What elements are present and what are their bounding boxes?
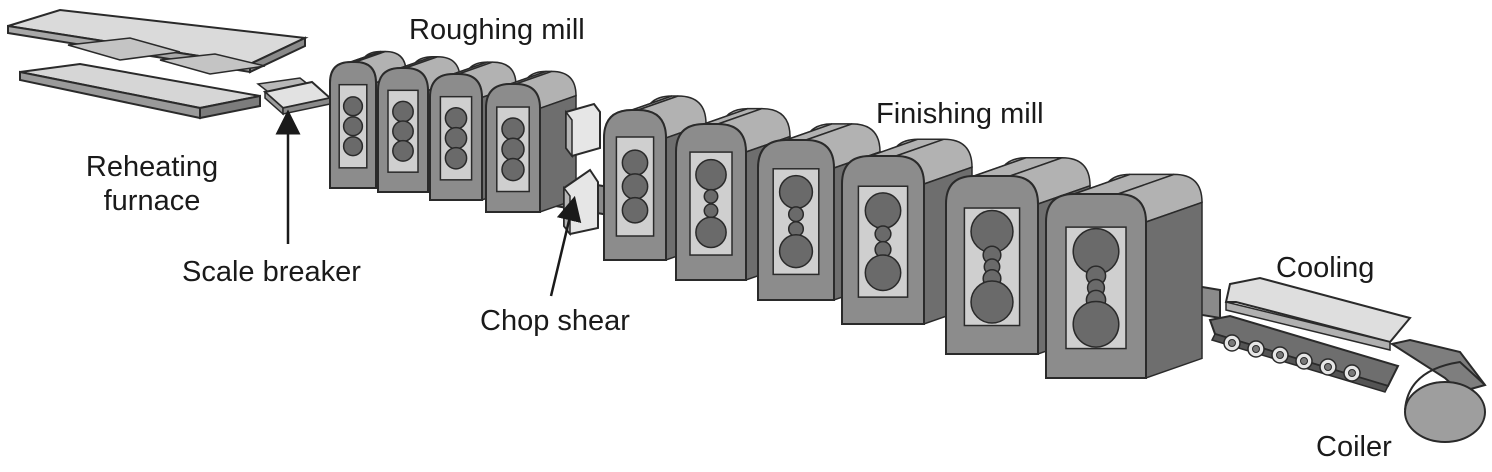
reheating-furnace-label-line2: furnace (103, 185, 201, 217)
cooling-roll (1295, 352, 1313, 370)
coiler-label: Coiler (1316, 431, 1392, 463)
cooling-roll (1343, 364, 1361, 382)
finishing-mill-label: Finishing mill (876, 98, 1044, 130)
cooling-roll (1223, 334, 1241, 352)
reheating-furnace-label-line1: Reheating (85, 151, 219, 183)
reheating-furnace-label: Reheating furnace (64, 150, 240, 218)
coiler-shape (1389, 338, 1487, 443)
cooling-roll (1271, 346, 1289, 364)
mill-stand-10 (1045, 173, 1203, 380)
roughing-mill-label: Roughing mill (409, 14, 585, 46)
scale-breaker-label: Scale breaker (182, 256, 361, 288)
mill-stand-7 (757, 123, 881, 302)
chop-shear-arrow (549, 195, 582, 297)
mill-stand-4 (485, 70, 577, 214)
cooling-roll (1247, 340, 1265, 358)
cooling-roll (1319, 358, 1337, 376)
mill-stands (329, 50, 1203, 380)
cooling-section-shape (1208, 276, 1412, 393)
chop-shear-label: Chop shear (480, 305, 630, 337)
cooling-label: Cooling (1276, 252, 1375, 284)
